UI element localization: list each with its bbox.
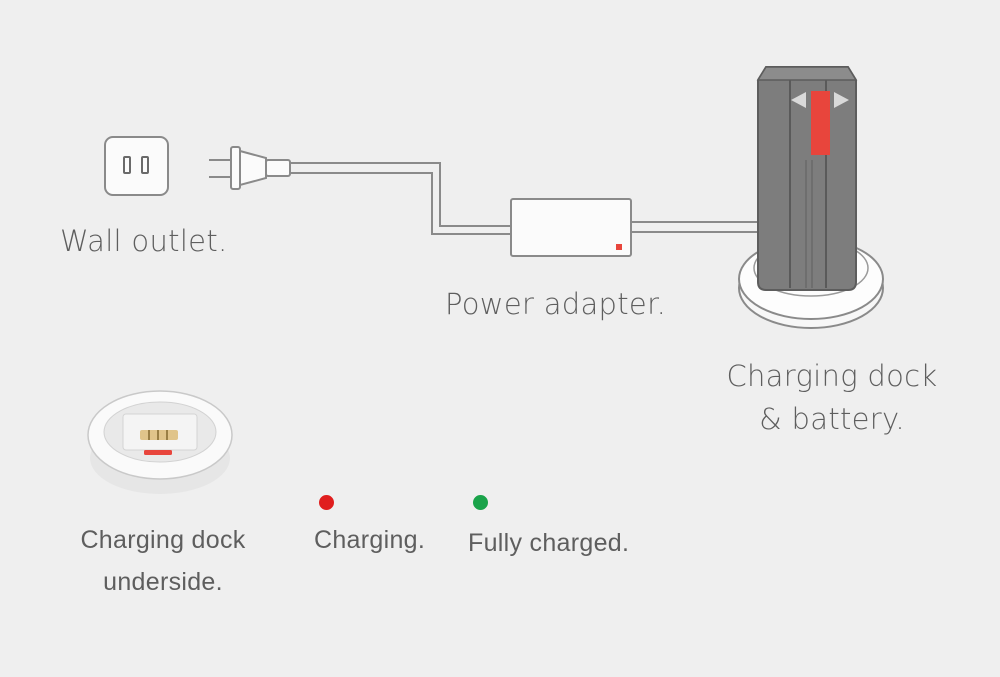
dock-battery-label-line1: Charging dock [726, 359, 938, 393]
battery-icon [756, 66, 858, 291]
dock-underside-label-line1: Charging dock [80, 526, 246, 554]
fully-charged-status-dot [473, 495, 488, 510]
dock-underside-icon [87, 390, 233, 494]
charging-status-dot [319, 495, 334, 510]
fully-charged-label: Fully charged. [468, 529, 630, 557]
power-adapter-icon [510, 198, 632, 257]
wall-outlet-label: Wall outlet. [60, 224, 228, 258]
power-adapter-label: Power adapter. [445, 287, 667, 321]
dock-underside-label-line2: underside. [103, 568, 223, 596]
power-cable [290, 162, 512, 235]
dock-cable [631, 221, 760, 233]
dock-battery-label-line2: & battery. [759, 402, 905, 436]
charging-label: Charging. [314, 526, 426, 554]
wall-outlet-icon [104, 136, 169, 196]
plug-icon [209, 146, 291, 190]
